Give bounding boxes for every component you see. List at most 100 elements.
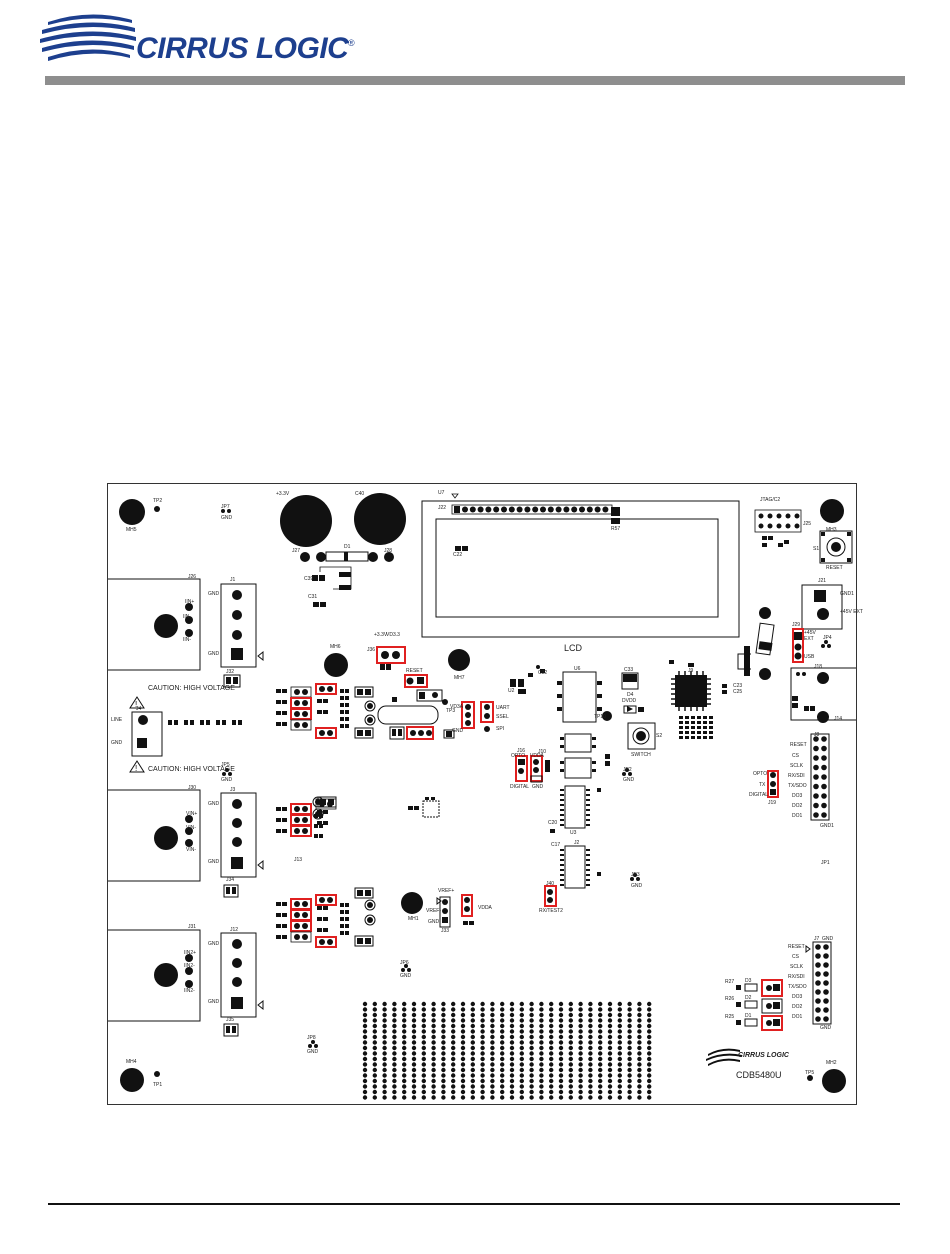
label-tp10: TP10: [594, 714, 606, 720]
label-s2: S2: [656, 733, 663, 739]
label-jp5: JP5: [221, 762, 230, 768]
terminal-j1: [220, 583, 257, 668]
label-u7: U7: [438, 490, 445, 496]
label-j35: J35: [226, 1017, 235, 1023]
label-mh3: MH3: [826, 527, 837, 533]
label-gnd-a: GND: [221, 515, 233, 521]
label-reset-j7: RESET: [788, 944, 805, 950]
header-j7: [812, 941, 832, 1025]
mounting-hole-mh4: [120, 1068, 144, 1092]
label-j16: J16: [517, 748, 526, 754]
label-uart: UART: [496, 705, 510, 711]
header-bar: [45, 76, 905, 85]
label-j10: J10: [538, 749, 547, 755]
footer-rule: [48, 1203, 900, 1205]
label-c31: C31: [308, 594, 318, 600]
label-j29: J29: [792, 622, 801, 628]
label-vrefa: VREF+: [438, 888, 455, 894]
ic-u6: [562, 671, 597, 723]
label-vdda-b: VDDA: [478, 905, 492, 911]
label-do1-b: DO1: [792, 1014, 803, 1020]
label-do2-b: DO2: [792, 1004, 803, 1010]
label-gnd-jp2: GND: [623, 777, 635, 783]
cirrus-logic-logo: CIRRUS LOGIC ®: [40, 10, 360, 72]
label-jp1: JP1: [821, 860, 830, 866]
label-c20: C20: [548, 820, 558, 826]
label-r27: R27: [725, 979, 735, 985]
label-vin3: VIN-: [186, 847, 196, 853]
connector-j26-body: [108, 578, 201, 671]
label-gnd-b: GND: [532, 784, 544, 790]
label-jp8: JP8: [307, 1035, 316, 1041]
label-r57: R57: [611, 526, 621, 532]
test-point-tp1: [154, 1071, 160, 1077]
label-dvd: DVDD: [622, 698, 637, 704]
label-c22: C22: [453, 552, 463, 558]
label-cs-b: CS: [792, 954, 799, 960]
label-u2: U2: [508, 688, 515, 694]
label-v33b: +3.3V: [374, 632, 388, 638]
label-j4: J4: [136, 706, 142, 712]
mcu-chip: [675, 675, 707, 707]
label-d3: D3: [745, 978, 752, 984]
ic-u3: [564, 785, 586, 829]
board-graphics: ! !: [108, 493, 856, 1100]
label-j27: J27: [292, 548, 301, 554]
caution-label-1: CAUTION: HIGH VOLTAGE: [148, 685, 235, 692]
ic-u4: [564, 733, 592, 753]
label-ina: IIN+: [185, 599, 195, 605]
lcd-label: LCD: [564, 643, 583, 653]
lcd-screen: [435, 518, 719, 618]
label-c39: C39: [304, 576, 314, 582]
label-inb: IIN-: [183, 614, 192, 620]
label-d4: D4: [627, 692, 634, 698]
test-point-tp2: [154, 506, 160, 512]
lcd-frame: [421, 500, 740, 638]
crystal-y1: [377, 705, 439, 725]
label-tp1: TP1: [153, 1082, 163, 1088]
label-reset-j8: RESET: [790, 742, 807, 748]
label-jp2: JP2: [623, 767, 632, 773]
label-line: LINE: [111, 717, 123, 723]
label-v33: +3.3V: [276, 491, 290, 497]
label-mh4: MH4: [126, 1059, 137, 1065]
label-jtag: JTAG/C2: [760, 497, 781, 503]
label-jp3: JP3: [631, 872, 640, 878]
label-gnd-j7: GND: [820, 1025, 832, 1031]
label-jp6: JP6: [400, 960, 409, 966]
label-do3-b: DO3: [792, 994, 803, 1000]
registered-mark: ®: [348, 38, 355, 48]
label-c25: C25: [733, 689, 743, 695]
label-j19: J19: [768, 800, 777, 806]
label-j3: J3: [230, 787, 236, 793]
label-r25: R25: [725, 1014, 735, 1020]
ic-u5: [564, 757, 592, 779]
label-j14: J14: [834, 716, 843, 722]
label-inc: IIN-: [183, 637, 192, 643]
label-v45ext: +45V EXT: [840, 609, 863, 615]
label-sclk-b: SCLK: [790, 964, 804, 970]
ic-u1: [422, 800, 440, 818]
mounting-hole-mh6: [324, 653, 348, 677]
mounting-hole-mh1: [401, 892, 423, 914]
capacitor-large-1: [280, 495, 332, 547]
label-gnd-j12b: GND: [208, 999, 220, 1005]
label-c40: C40: [355, 491, 365, 497]
label-mh7: MH7: [454, 675, 465, 681]
label-reset-mid: RESET: [406, 668, 423, 674]
mounting-hole-mh7: [448, 649, 470, 671]
label-j8: J8: [814, 732, 820, 738]
label-gnd-jp3: GND: [631, 883, 643, 889]
power-jack-j21: [801, 584, 843, 630]
small-logo-text: CIRRUS LOGIC: [738, 1052, 789, 1059]
svg-text:!: !: [135, 700, 137, 709]
label-vref: VREF-: [426, 908, 441, 914]
label-mh6: MH6: [330, 644, 341, 650]
label-c33: C33: [624, 667, 634, 673]
label-gnd1: GND1: [840, 591, 854, 597]
terminal-j3: [220, 792, 257, 878]
label-j36: J36: [367, 647, 376, 653]
header-j18: [810, 733, 830, 821]
board-diagram: ! !: [107, 483, 863, 1105]
label-digital-b: DIGITAL: [510, 784, 530, 790]
